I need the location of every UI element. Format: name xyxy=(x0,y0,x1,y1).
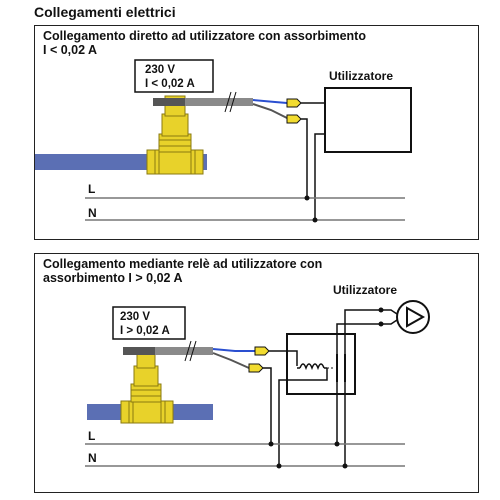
wire-contact-to-load xyxy=(336,323,381,354)
panel-title-line-2: assorbimento I > 0,02 A xyxy=(43,271,183,285)
junction-dot xyxy=(304,195,310,201)
spec-current: I < 0,02 A xyxy=(145,78,195,90)
panel-relay-connection: Collegamento mediante relè ad utilizzato… xyxy=(34,253,479,493)
wiring-diagram: 230 V I > 0,02 A xyxy=(85,283,430,469)
wiring-diagram: 230 V I < 0,02 A Uti xyxy=(35,59,412,223)
wire-brown xyxy=(252,103,288,119)
wire-blue xyxy=(252,99,288,104)
junction-dot xyxy=(334,441,340,447)
junction-dot xyxy=(276,463,282,469)
spec-current: I > 0,02 A xyxy=(120,325,170,337)
junction-dot xyxy=(268,441,274,447)
page-title: Collegamenti elettrici xyxy=(34,4,176,20)
flow-switch-icon xyxy=(120,347,174,424)
terminal-icon xyxy=(248,363,264,373)
panel-title: Collegamento diretto ad utilizzatore con… xyxy=(43,29,366,57)
wire-contact-to-load xyxy=(344,309,381,354)
cable-break-mark xyxy=(224,91,232,113)
spec-box xyxy=(134,59,214,93)
line-label-N: N xyxy=(88,451,97,465)
line-label-N: N xyxy=(88,206,97,220)
wire-to-L xyxy=(301,118,308,198)
line-label-L: L xyxy=(88,182,95,196)
load-label: Utilizzatore xyxy=(329,69,393,83)
spec-voltage: 230 V xyxy=(145,64,175,76)
wire-brown xyxy=(212,352,250,369)
flow-switch-icon xyxy=(146,95,204,175)
cable-sheath xyxy=(185,98,253,106)
terminal-icon xyxy=(254,346,270,356)
terminal-icon xyxy=(286,98,302,108)
wire-to-coil xyxy=(269,350,298,366)
wire-to-pump xyxy=(381,309,398,315)
pump-icon xyxy=(396,300,430,334)
relay-contact-icon xyxy=(336,354,346,382)
wire-coil-to-N xyxy=(278,368,328,466)
spec-voltage: 230 V xyxy=(120,311,150,323)
terminal-icon xyxy=(286,114,302,124)
cable-sheath xyxy=(155,347,213,355)
load-box xyxy=(324,87,412,153)
panel-title-line-2: I < 0,02 A xyxy=(43,43,98,57)
line-label-L: L xyxy=(88,429,95,443)
junction-dot xyxy=(312,217,318,223)
panel-direct-connection: Collegamento diretto ad utilizzatore con… xyxy=(34,25,479,240)
wire-to-N xyxy=(314,133,325,220)
wire-blue xyxy=(212,348,255,352)
cable-break-mark xyxy=(184,340,192,362)
relay-coil-icon xyxy=(297,363,335,371)
panel-title-line-1: Collegamento mediante relè ad utilizzato… xyxy=(43,257,323,271)
panel-title: Collegamento mediante relè ad utilizzato… xyxy=(43,257,322,285)
wire-to-pump xyxy=(381,319,398,325)
load-label: Utilizzatore xyxy=(333,283,397,297)
panel-title-line-1: Collegamento diretto ad utilizzatore con… xyxy=(43,29,366,43)
wire-to-load xyxy=(301,102,326,114)
spec-box xyxy=(112,306,186,340)
wire-to-L xyxy=(263,367,272,444)
junction-dot xyxy=(342,463,348,469)
